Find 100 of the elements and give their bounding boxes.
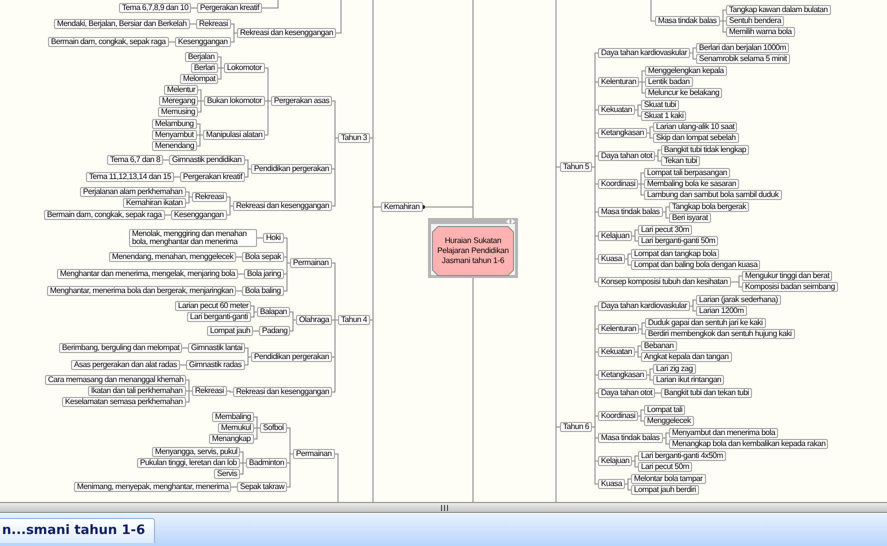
connector-line bbox=[646, 132, 654, 138]
connector-line bbox=[254, 428, 260, 440]
topic-box: Komposisi badan seimbang bbox=[742, 282, 838, 292]
topic-box: Melambung bbox=[152, 119, 197, 129]
connector-line bbox=[556, 0, 560, 428]
topic-box: Menghantar dan menerima, mengelak, menjaring bola bbox=[57, 269, 238, 279]
connector-line bbox=[230, 486, 238, 488]
connector-line bbox=[262, 0, 278, 8]
connector-line bbox=[654, 392, 662, 394]
topic-box: Lokomotor bbox=[224, 63, 265, 73]
topic-box: Menggelecek bbox=[644, 416, 694, 426]
topic-box: Meluncur ke belakang bbox=[645, 88, 722, 98]
topic-box: Tema 6,7,8,9 dan 10 bbox=[119, 3, 192, 13]
topic-box: Berjalan bbox=[185, 52, 218, 62]
connector-line bbox=[164, 214, 172, 216]
topic-box: Daya tahan otot bbox=[598, 388, 656, 398]
connector-line bbox=[690, 306, 696, 312]
connector-line bbox=[230, 32, 238, 42]
topic-box: Angkat kepala dan tangan bbox=[641, 352, 732, 362]
connector-line bbox=[174, 176, 180, 178]
topic-box: Menyambut dan menerima bola bbox=[669, 428, 778, 438]
topic-box: Permainan bbox=[293, 449, 335, 459]
topic-box: Perjalanan alam perkhemahan bbox=[80, 187, 186, 197]
topic-box: Tangkap kawan dalam bulatan bbox=[726, 5, 831, 15]
topic-box: Gimnastik pendidikan bbox=[169, 155, 244, 165]
connector-line bbox=[592, 166, 598, 282]
connector-line bbox=[720, 10, 726, 22]
connector-line bbox=[624, 254, 632, 260]
connector-line bbox=[634, 346, 642, 352]
topic-box: Lompat dan baling bola dengan kuasa bbox=[631, 260, 760, 270]
connector-line bbox=[638, 82, 646, 94]
connector-line bbox=[730, 282, 742, 288]
connector-line bbox=[198, 100, 204, 112]
connector-line bbox=[638, 70, 646, 82]
topic-box: Badminton bbox=[246, 458, 288, 468]
topic-box: Bangkit tubi tidak lengkap bbox=[661, 145, 750, 155]
topic-box: Menyangga, servis, pukul bbox=[152, 447, 240, 457]
topic-box: Koordinasi bbox=[598, 179, 638, 189]
connector-line bbox=[662, 438, 670, 444]
connector-line bbox=[638, 416, 644, 422]
connector-line bbox=[186, 390, 192, 402]
topic-box: Membaling bola ke sasaran bbox=[644, 179, 740, 189]
topic-box: Tangkap bola bergerak bbox=[669, 202, 750, 212]
central-topic: Huraian Sukatan Pelajaran Pendidikan Jasmani tahun 1-6 bbox=[432, 226, 514, 276]
topic-box: Masa tindak balas bbox=[598, 433, 663, 443]
topic-box: Kesenggangan bbox=[171, 210, 227, 220]
topic-box: Lompat jauh bbox=[207, 326, 254, 336]
connector-line bbox=[654, 156, 662, 162]
topic-box: Gimnastik radas bbox=[186, 360, 245, 370]
topic-box: Padang bbox=[259, 326, 290, 336]
topic-box: Cara memasang dan menanggal khemah bbox=[45, 375, 186, 385]
connector-line bbox=[370, 206, 382, 320]
connector-line bbox=[290, 320, 296, 332]
connector-line bbox=[218, 68, 224, 80]
connector-line bbox=[264, 100, 272, 136]
topic-box: Tahun 4 bbox=[338, 315, 370, 325]
topic-box: Lompat jauh berdiri bbox=[631, 485, 699, 495]
topic-box: Bermain dam, congkak, sepak raga bbox=[44, 210, 165, 220]
topic-box: Membaling bbox=[212, 412, 254, 422]
topic-box: Menendang bbox=[152, 141, 198, 151]
connector-line bbox=[230, 24, 238, 34]
connector-line bbox=[186, 380, 192, 392]
topic-box: Sepak takraw bbox=[237, 482, 288, 492]
topic-box: Menangkap bola dan kembalikan kepada rakan bbox=[669, 439, 828, 449]
connector-line bbox=[244, 168, 252, 178]
topic-box: Berimbang, berguling dan melompat bbox=[59, 343, 182, 353]
topic-box: Sofbol bbox=[260, 423, 287, 433]
topic-box: Pergerakan asas bbox=[271, 96, 332, 106]
topic-box: Tahun 6 bbox=[560, 422, 592, 432]
topic-box: Mendaki, Berjalan, Bersiar dan Berkelah bbox=[54, 19, 190, 29]
connector-line bbox=[226, 206, 234, 216]
topic-box: Melentur bbox=[164, 85, 198, 95]
topic-box: Keselamatan semasa perkhemahan bbox=[62, 397, 186, 407]
connector-line bbox=[650, 0, 656, 22]
connector-line bbox=[180, 364, 186, 366]
connector-line bbox=[252, 330, 260, 332]
connector-line bbox=[236, 256, 242, 258]
connector-line bbox=[690, 300, 696, 306]
connector-line bbox=[186, 196, 192, 204]
connector-line bbox=[196, 134, 204, 146]
connector-line bbox=[236, 290, 242, 292]
connector-line bbox=[332, 320, 338, 392]
connector-line bbox=[556, 166, 560, 502]
topic-box: Servis bbox=[214, 469, 240, 479]
topic-box: Ketangkasan bbox=[598, 370, 647, 380]
connector-line bbox=[720, 20, 726, 32]
connector-line bbox=[624, 484, 632, 490]
topic-box: Ketangkasan bbox=[598, 128, 647, 138]
topic-box: Memilih warna bola bbox=[726, 27, 795, 37]
topic-box: Kelenturan bbox=[598, 77, 640, 87]
topic-box: Lari berganti-ganti 50m bbox=[638, 236, 718, 246]
connector-line bbox=[244, 356, 252, 366]
topic-box: Kelenturan bbox=[598, 324, 640, 334]
topic-box: Lari berganti-ganti bbox=[187, 312, 251, 322]
topic-box: Meregang bbox=[159, 96, 198, 106]
topic-box: Senamrobik selama 5 minit bbox=[696, 54, 790, 64]
connector-line bbox=[332, 262, 338, 320]
topic-box: Menyambut bbox=[152, 130, 197, 140]
topic-box: Bebanan bbox=[641, 341, 677, 351]
topic-box: Tema 6,7 dan 8 bbox=[107, 155, 164, 165]
